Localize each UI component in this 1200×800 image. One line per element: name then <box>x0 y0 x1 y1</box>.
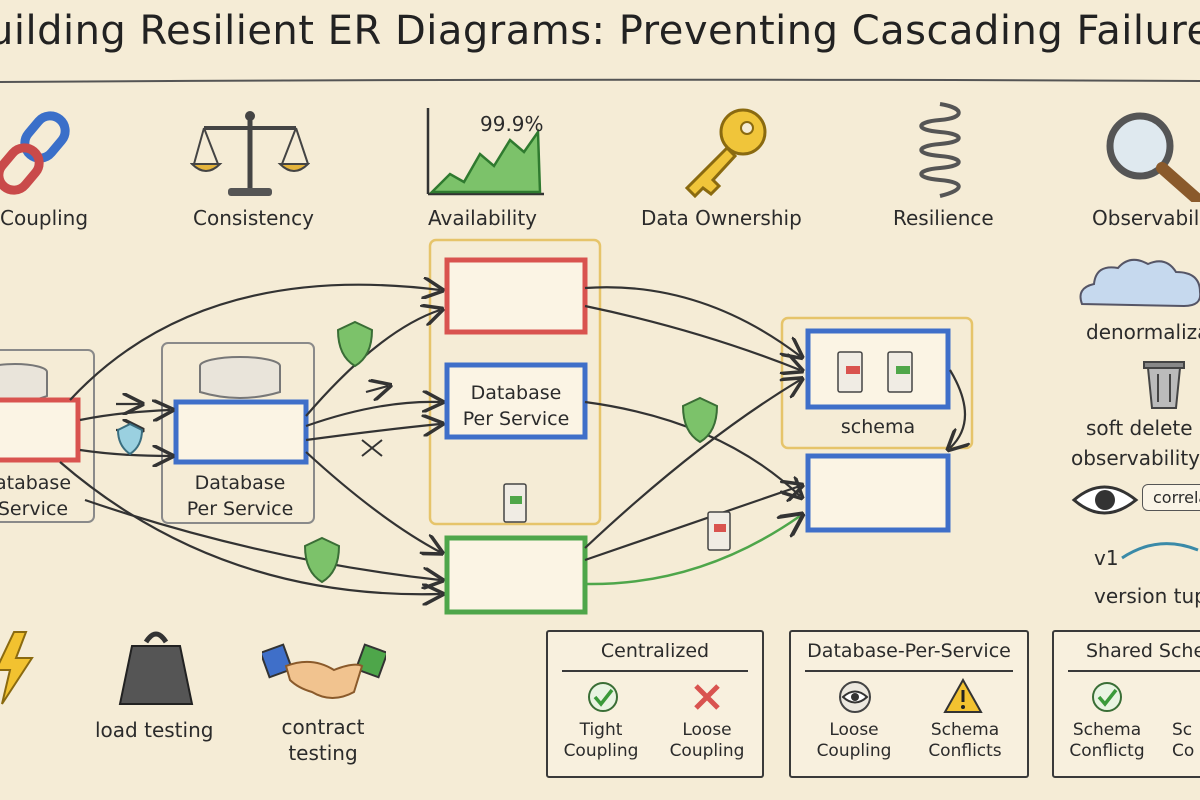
check-icon <box>1092 682 1122 712</box>
panel-shared-title: Shared Sche <box>1086 640 1200 662</box>
note-denormalize: denormaliza <box>1086 320 1200 344</box>
eye-icon <box>839 681 871 713</box>
panel-centralized-title: Centralized <box>600 640 710 662</box>
schema-label: schema <box>840 416 916 438</box>
note-observability: observability <box>1071 446 1200 470</box>
entity-right-blue <box>805 453 951 533</box>
key-icon <box>684 108 767 199</box>
shield-icon <box>116 320 719 584</box>
entity-center-blue <box>444 362 588 440</box>
concept-observability: Observabili <box>1092 206 1200 230</box>
entity-center-red <box>444 257 588 335</box>
concept-availability: Availability <box>428 206 538 230</box>
version-arrow-icon <box>1121 542 1199 560</box>
x-icon <box>694 684 720 710</box>
tool-load-testing: load testing <box>95 718 214 742</box>
note-version-tag: version tup <box>1094 584 1200 608</box>
concept-resilience: Resilience <box>893 206 994 230</box>
warning-icon <box>943 678 983 713</box>
handshake-icon <box>262 643 386 699</box>
magnifying-glass-icon <box>1106 112 1200 202</box>
entity-mid-blue <box>173 399 309 465</box>
panel-dbps-title: Database-Per-Service <box>807 640 1011 662</box>
note-correlation: correla <box>1142 484 1200 511</box>
trash-icon <box>1143 361 1185 409</box>
concept-coupling: Coupling <box>0 206 89 230</box>
switch-icon <box>503 351 913 551</box>
service-frame-center <box>428 238 602 526</box>
weight-icon <box>118 631 194 705</box>
service-frame-left <box>0 349 95 523</box>
note-version: v1 <box>1094 546 1119 570</box>
uptime-chart-icon <box>426 108 544 196</box>
entity-center-green <box>444 535 588 615</box>
concept-data-ownership: Data Ownership <box>641 206 802 230</box>
service-frame-mid <box>161 342 315 524</box>
eye-icon <box>1071 485 1139 515</box>
balance-scale-icon <box>190 111 310 196</box>
chain-link-icon <box>0 111 70 195</box>
concept-consistency: Consistency <box>193 206 314 230</box>
page-title: uilding Resilient ER Diagrams: Preventin… <box>0 8 1200 54</box>
spring-icon <box>919 102 961 198</box>
lightning-icon <box>0 631 34 705</box>
entity-left-red <box>0 397 81 463</box>
check-icon <box>588 682 618 712</box>
note-soft-delete: soft delete <box>1086 416 1193 440</box>
entity-schema-blue <box>805 328 951 410</box>
cloud-icon <box>1079 258 1200 308</box>
availability-value: 99.9% <box>480 112 544 136</box>
